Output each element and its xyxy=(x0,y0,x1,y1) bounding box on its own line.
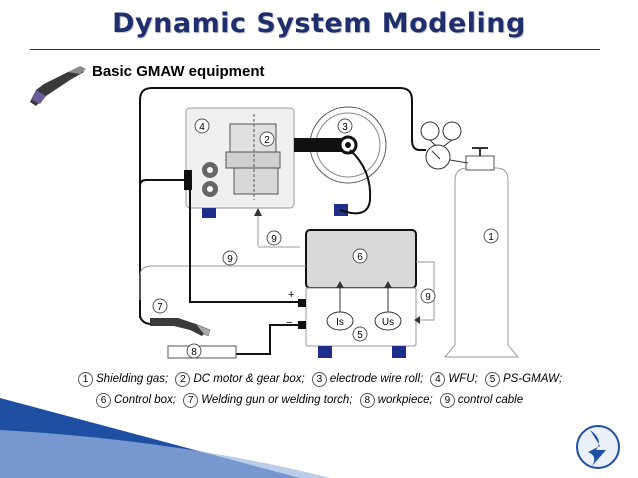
svg-text:5: 5 xyxy=(357,330,363,341)
svg-text:1: 1 xyxy=(488,232,494,243)
svg-text:7: 7 xyxy=(157,302,163,313)
callout-3: 3 xyxy=(337,118,353,134)
callout-6: 6 xyxy=(352,248,368,264)
callout-2: 2 xyxy=(259,131,275,147)
diagram-subtitle: Basic GMAW equipment xyxy=(92,63,265,80)
svg-text:9: 9 xyxy=(425,292,431,303)
svg-text:2: 2 xyxy=(264,135,270,146)
svg-text:4: 4 xyxy=(199,122,205,133)
svg-text:9: 9 xyxy=(271,234,277,245)
gas-cylinder xyxy=(420,121,520,358)
power-source: Is Us + − xyxy=(286,229,417,358)
callout-9b: 9 xyxy=(222,250,238,266)
title-divider xyxy=(30,49,600,50)
page-title: Dynamic System Modeling xyxy=(112,8,526,39)
workpiece xyxy=(167,345,237,359)
electrode-wire-roll xyxy=(294,106,387,215)
callout-5: 5 xyxy=(352,326,368,342)
minus-terminal-label: − xyxy=(286,317,292,329)
svg-text:9: 9 xyxy=(227,254,233,265)
welding-torch xyxy=(139,315,211,337)
svg-text:3: 3 xyxy=(342,122,348,133)
svg-text:6: 6 xyxy=(357,252,363,263)
callout-9c: 9 xyxy=(420,288,436,304)
svg-text:8: 8 xyxy=(191,347,197,358)
callout-4: 4 xyxy=(194,118,210,134)
welding-torch-icon xyxy=(30,66,86,106)
callout-8: 8 xyxy=(186,343,202,359)
voltage-sensor-label: Us xyxy=(382,317,394,328)
callout-9a: 9 xyxy=(266,230,282,246)
callout-1: 1 xyxy=(483,228,499,244)
callout-7: 7 xyxy=(152,298,168,314)
logo-icon xyxy=(576,425,620,469)
plus-terminal-label: + xyxy=(288,289,294,301)
current-sensor-label: Is xyxy=(336,317,344,328)
